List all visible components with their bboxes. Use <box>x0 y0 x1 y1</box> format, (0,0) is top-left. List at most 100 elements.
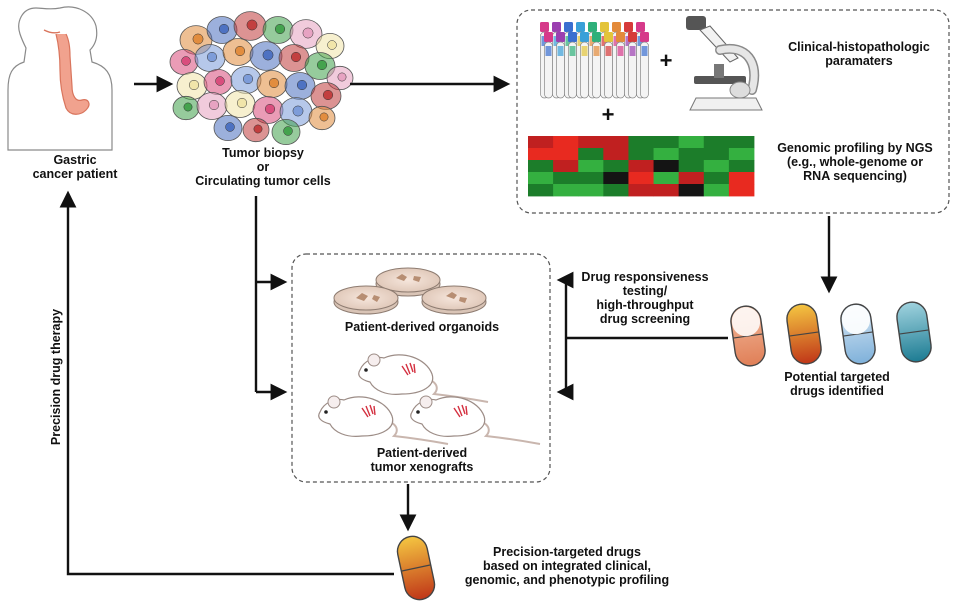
precision-drugs-label: Precision-targeted drugs based on integr… <box>444 545 690 587</box>
xenograft-mice-illustration <box>318 353 541 445</box>
tube-label <box>629 46 636 56</box>
tube-cap <box>628 32 637 42</box>
heatmap-cell <box>528 160 554 173</box>
tumor-cell-nucleus <box>242 73 254 85</box>
clinical-label-line: paramaters <box>825 54 893 68</box>
plus-sign: + <box>601 102 615 127</box>
tumor-cell-nucleus <box>236 97 248 109</box>
tube-cap <box>552 22 561 32</box>
heatmap-cell <box>528 172 554 185</box>
heatmap-cell <box>628 136 654 149</box>
tube-label <box>617 46 624 56</box>
heatmap-cell <box>553 148 579 161</box>
heatmap-cell <box>528 184 554 197</box>
clinical-label-line: Clinical-histopathologic <box>788 40 930 54</box>
tube-cap <box>616 32 625 42</box>
heatmap-cell <box>553 136 579 149</box>
tumor-cell-nucleus <box>215 76 225 86</box>
heatmap-cell <box>703 148 730 161</box>
tumor-cell-nucleus <box>218 23 230 35</box>
tumor-cell-nucleus <box>181 56 191 66</box>
heatmap-cell <box>653 136 680 149</box>
biopsy-label-line: Circulating tumor cells <box>195 174 331 188</box>
tube-cap <box>580 32 589 42</box>
tumor-cell-nucleus <box>188 79 200 91</box>
heatmap-cell <box>628 172 654 185</box>
tube-label <box>581 46 588 56</box>
tube-cap <box>576 22 585 32</box>
mouse-icon <box>358 353 489 403</box>
genomic-label-line: RNA sequencing) <box>803 169 907 183</box>
tumor-cell-nucleus <box>262 49 274 61</box>
heatmap-cell <box>678 148 705 161</box>
heatmap-cell <box>678 160 705 173</box>
precision-capsule-icon <box>396 535 436 601</box>
tube-label <box>593 46 600 56</box>
heatmap-cell <box>728 136 755 149</box>
drug-testing-label: Drug responsiveness testing/ high-throug… <box>570 270 720 326</box>
tube-cap <box>600 22 609 32</box>
heatmap-cell <box>653 184 680 197</box>
tumor-cell-nucleus <box>337 72 347 82</box>
heatmap-cell <box>703 184 730 197</box>
heatmap-cell <box>578 184 604 197</box>
biopsy-label-line: or <box>256 160 270 174</box>
tumor-cell-nucleus <box>206 51 218 63</box>
heatmap-cell <box>528 148 554 161</box>
organoids-label: Patient-derived organoids <box>344 320 500 334</box>
patient-label-line: cancer patient <box>32 167 118 181</box>
precision-drugs-label-line: genomic, and phenotypic profiling <box>464 573 670 587</box>
heatmap-cell <box>728 184 755 197</box>
tube-cap <box>612 22 621 32</box>
genomic-label: Genomic profiling by NGS (e.g., whole-ge… <box>762 141 948 183</box>
heatmap-cell <box>578 172 604 185</box>
tube-label <box>605 46 612 56</box>
heatmap-cell <box>628 184 654 197</box>
tumor-cell-nucleus <box>322 89 334 101</box>
tube-cap <box>636 22 645 32</box>
tumor-cell-nucleus <box>208 99 220 111</box>
tumor-cell-nucleus <box>319 112 329 122</box>
tube-cap <box>588 22 597 32</box>
biopsy-label: Tumor biopsy or Circulating tumor cells <box>188 146 338 188</box>
blood-tubes-icon <box>540 22 649 99</box>
tube-cap <box>568 32 577 42</box>
heatmap-cell <box>728 160 755 173</box>
tumor-cell-nucleus <box>283 126 293 136</box>
tube-label <box>545 46 552 56</box>
microscope-icon <box>686 16 763 111</box>
heatmap-cell <box>653 172 680 185</box>
heatmap-cell <box>678 172 705 185</box>
organoid-dishes-illustration <box>333 267 487 315</box>
tube-cap <box>564 22 573 32</box>
tube-cap <box>604 32 613 42</box>
genomic-label-line: Genomic profiling by NGS <box>777 141 933 155</box>
tumor-cell-nucleus <box>292 105 304 117</box>
heatmap-cell <box>628 160 654 173</box>
tube-cap <box>640 32 649 42</box>
clinical-label: Clinical-histopathologic paramaters <box>774 40 944 68</box>
ngs-heatmap <box>528 136 755 197</box>
drug-testing-label-line: Drug responsiveness <box>581 270 709 284</box>
heatmap-cell <box>703 172 730 185</box>
xenografts-label: Patient-derived tumor xenografts <box>330 446 514 474</box>
tumor-cell-nucleus <box>290 51 302 63</box>
tumor-cell-nucleus <box>192 33 204 45</box>
precision-drugs-label-line: based on integrated clinical, <box>482 559 652 573</box>
heatmap-cell <box>703 136 730 149</box>
plus-sign: + <box>659 48 673 73</box>
heatmap-cell <box>653 148 680 161</box>
heatmap-cell <box>553 160 579 173</box>
heatmap-cell <box>528 136 554 149</box>
tumor-cell-nucleus <box>246 19 258 31</box>
models-box <box>291 253 551 483</box>
xenografts-label-line: tumor xenografts <box>370 460 474 474</box>
heatmap-cell <box>603 148 629 161</box>
heatmap-cell <box>703 160 730 173</box>
heatmap-cell <box>603 172 629 185</box>
targeted-drugs-label: Potential targeted drugs identified <box>762 370 912 398</box>
precision-drugs-label-line: Precision-targeted drugs <box>493 545 641 559</box>
heatmap-cell <box>553 172 579 185</box>
tube-cap <box>556 32 565 42</box>
